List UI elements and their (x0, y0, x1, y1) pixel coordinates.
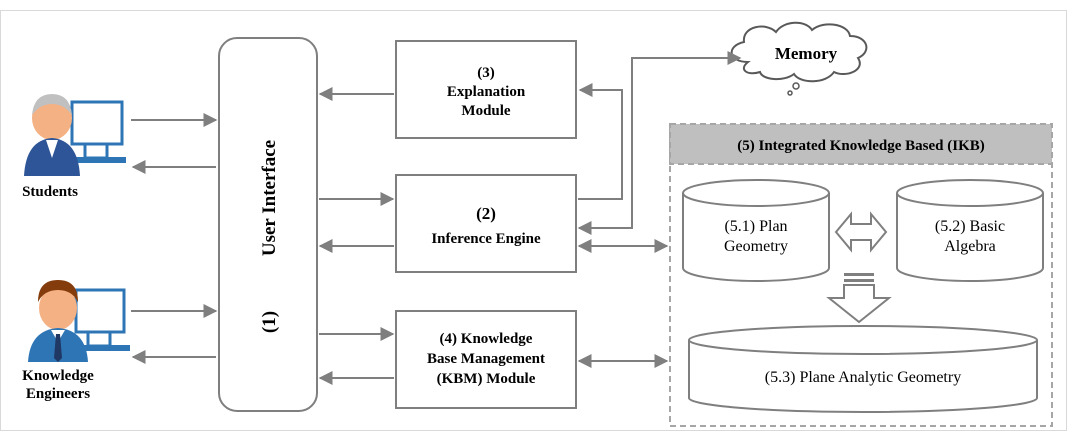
kbm-module-box (395, 310, 577, 409)
student-person-icon (24, 94, 80, 176)
explanation-module-number: (3) (477, 65, 495, 81)
user-interface-number: (1) (259, 311, 280, 333)
engineer-computer-icon (70, 288, 130, 351)
engineer-person-icon (28, 280, 88, 362)
engineers-label-line2: Engineers (26, 386, 90, 402)
user-interface-box (218, 37, 318, 412)
inference-memory-arrow (577, 51, 742, 235)
basic-algebra-line1: (5.2) Basic (935, 218, 1005, 235)
students-label: Students (22, 184, 78, 200)
inference-to-explanation-arrow (578, 83, 623, 200)
student-computer-icon (66, 100, 126, 163)
plane-analytic-geometry-cylinder (688, 325, 1038, 413)
basic-algebra-line2: Algebra (944, 238, 996, 255)
basic-algebra-cylinder (896, 179, 1044, 282)
inference-engine-label: Inference Engine (431, 231, 541, 247)
memory-cloud (730, 21, 868, 96)
plan-geometry-line1: (5.1) Plan (724, 218, 787, 235)
kbm-module-line1: (4) Knowledge (440, 331, 533, 347)
explanation-module-line1: Explanation (447, 84, 526, 100)
memory-label: Memory (775, 44, 838, 63)
engineers-label-line1: Knowledge (22, 368, 94, 384)
inference-engine-number: (2) (476, 204, 496, 223)
bidirectional-hollow-arrow (834, 211, 888, 253)
explanation-module-line2: Module (461, 103, 511, 119)
arrows (131, 51, 742, 385)
plane-analytic-geometry-label: (5.3) Plane Analytic Geometry (765, 369, 961, 386)
inference-engine-box (395, 174, 577, 273)
ikb-title: (5) Integrated Knowledge Based (IKB) (737, 138, 985, 154)
user-interface-title: User Interface (259, 140, 280, 256)
plan-geometry-line2: Geometry (724, 238, 788, 255)
down-hollow-arrow (826, 273, 892, 324)
explanation-module-box (395, 40, 577, 139)
kbm-module-line3: (KBM) Module (437, 371, 536, 387)
kbm-module-line2: Base Management (427, 351, 545, 367)
outer-frame (0, 10, 1067, 431)
